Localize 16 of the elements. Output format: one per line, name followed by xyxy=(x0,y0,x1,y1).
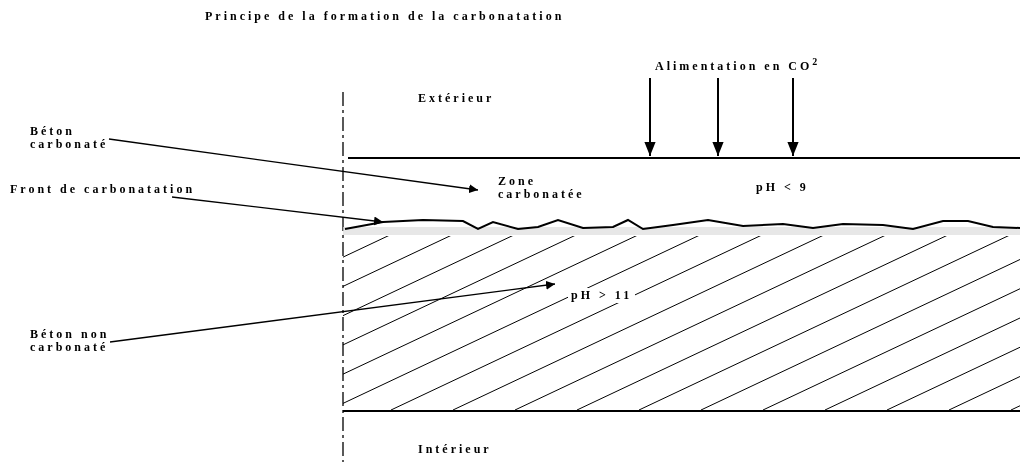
arrow xyxy=(787,77,799,157)
leader-line xyxy=(171,196,384,226)
arrow xyxy=(712,77,724,157)
part-label: Béton non carbonaté xyxy=(30,328,145,354)
side-label: Extérieur xyxy=(418,92,495,105)
part-label: Front de carbonatation xyxy=(10,183,270,196)
ph-label: pH < 9 xyxy=(756,181,809,194)
leader-line xyxy=(108,138,479,194)
leader-line xyxy=(109,280,556,343)
side-label: Intérieur xyxy=(418,443,492,456)
zone-label: Zone carbonatée xyxy=(498,175,586,201)
diagram-title: Principe de la formation de la carbonatation xyxy=(205,10,566,23)
part-label: Alimentation en CO$^{2}$ xyxy=(655,55,915,73)
part-label: Béton carbonaté xyxy=(30,125,145,151)
ph-label: pH > 11 xyxy=(568,288,636,303)
arrow xyxy=(644,77,656,157)
